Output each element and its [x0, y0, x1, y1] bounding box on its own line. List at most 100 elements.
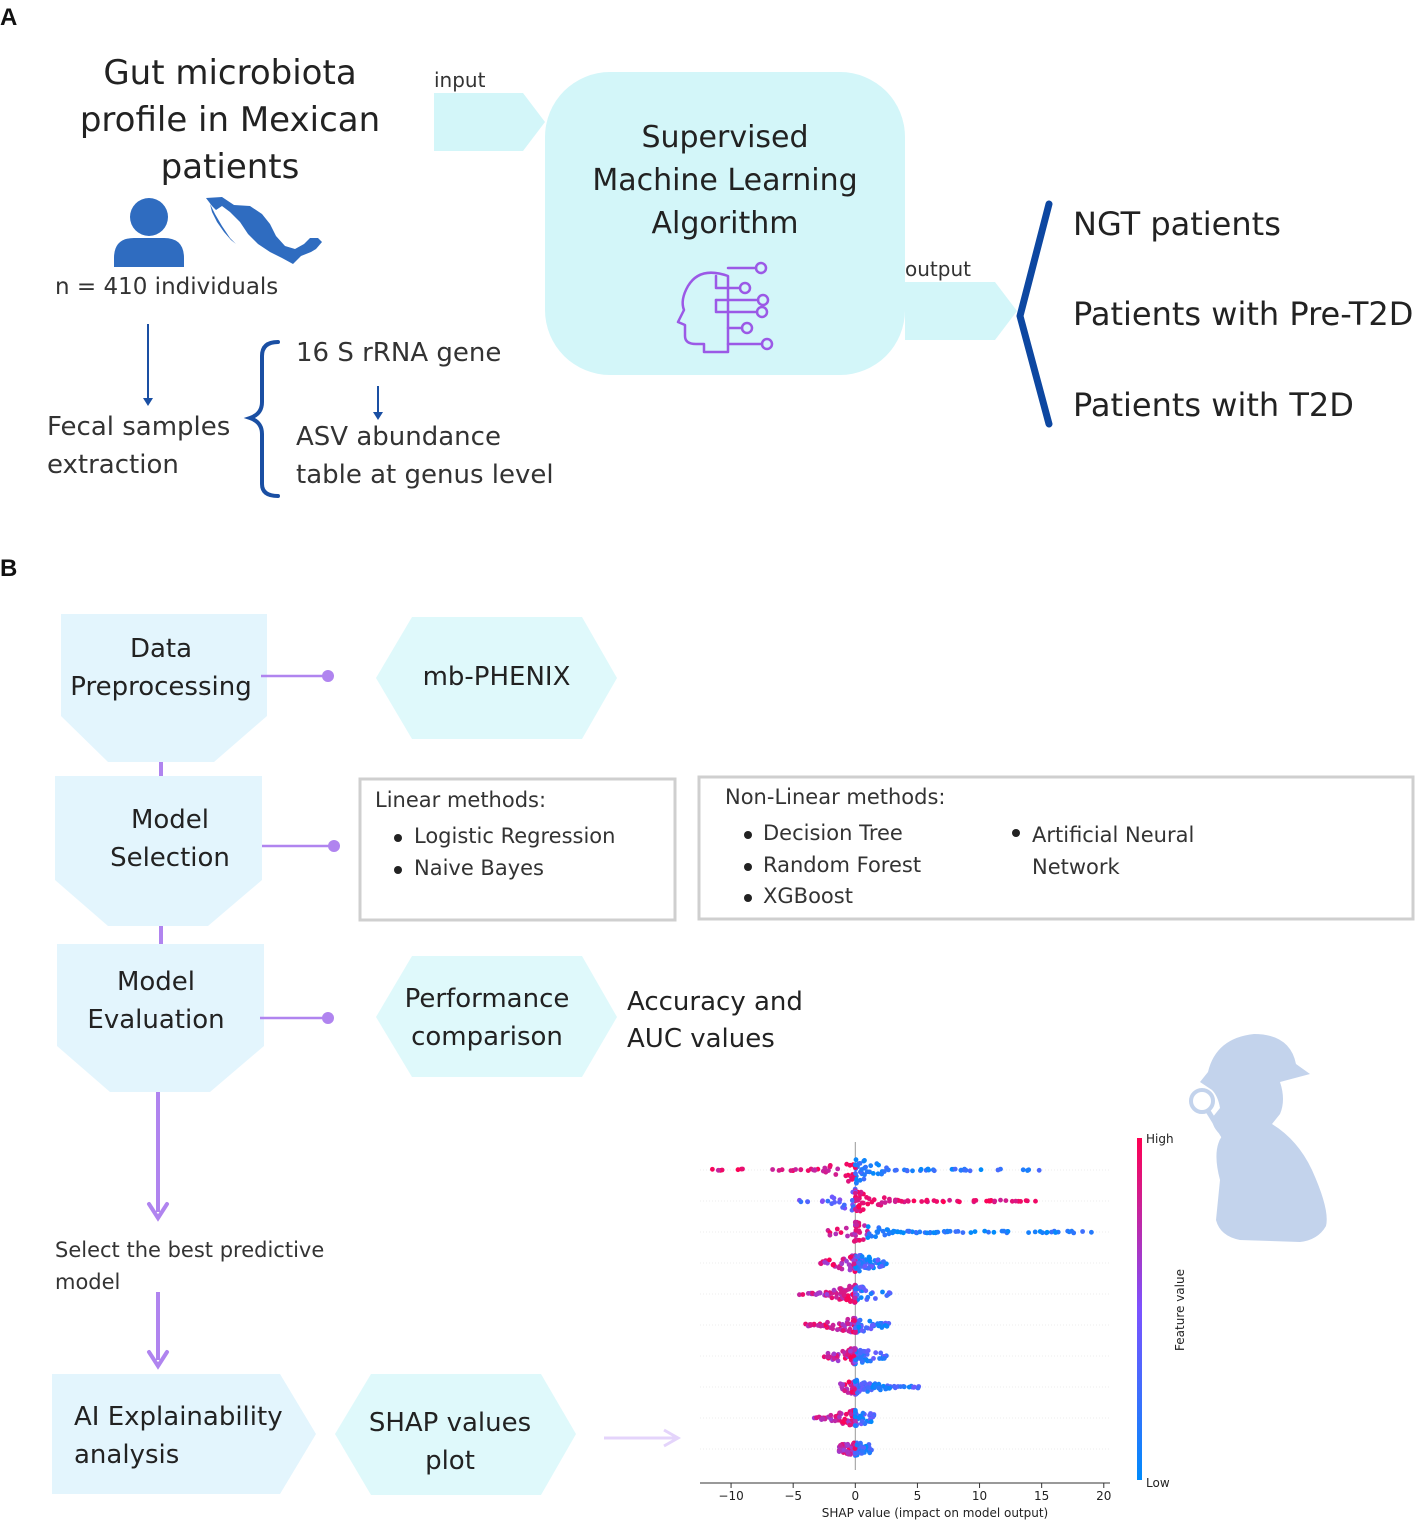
- step-data-preprocessing-label: Data Preprocessing: [61, 630, 261, 706]
- shap-point: [826, 1168, 831, 1173]
- shap-point: [866, 1266, 872, 1271]
- shap-point: [845, 1352, 850, 1357]
- ai-head-icon: [676, 261, 774, 354]
- shap-point: [837, 1410, 843, 1416]
- shap-point: [843, 1173, 849, 1179]
- select-line: model: [55, 1270, 121, 1294]
- shap-point: [868, 1411, 873, 1416]
- detective-silhouette-icon: [1189, 1034, 1327, 1242]
- shap-point: [825, 1319, 830, 1325]
- linear-method-item: Naive Bayes: [414, 856, 544, 880]
- shap-point: [847, 1254, 853, 1260]
- shap-point: [915, 1385, 921, 1391]
- cohort-title-line: patients: [160, 147, 300, 187]
- linear-methods-title: Linear methods:: [375, 788, 547, 812]
- shap-point: [1032, 1229, 1038, 1235]
- shap-point: [834, 1294, 839, 1300]
- shap-point: [918, 1166, 924, 1172]
- shap-point: [861, 1285, 866, 1291]
- shap-point: [894, 1167, 899, 1173]
- output-arrow: [905, 282, 1017, 340]
- step-ai-explainability: [52, 1374, 316, 1494]
- shap-point: [855, 1390, 860, 1396]
- step-line: analysis: [74, 1440, 180, 1470]
- shap-point: [851, 1258, 856, 1263]
- output-pre-t2d: Patients with Pre-T2D: [1073, 295, 1414, 333]
- output-label: output: [905, 257, 971, 281]
- shap-point: [831, 1195, 837, 1201]
- shap-point: [931, 1168, 937, 1174]
- shap-point: [845, 1233, 850, 1239]
- x-axis-title: SHAP value (impact on model output): [822, 1506, 1049, 1520]
- shap-point: [871, 1356, 876, 1361]
- shap-point: [876, 1323, 881, 1328]
- shap-point: [847, 1326, 853, 1332]
- shap-point: [846, 1286, 852, 1292]
- shap-point: [972, 1229, 978, 1234]
- shap-point: [856, 1324, 862, 1330]
- shap-point: [945, 1229, 951, 1235]
- shap-point: [856, 1204, 862, 1210]
- shap-point: [865, 1348, 871, 1353]
- shap-point: [844, 1258, 849, 1264]
- shap-point: [1053, 1230, 1058, 1235]
- shap-point: [871, 1197, 877, 1203]
- shap-point: [860, 1237, 866, 1242]
- curly-brace: [243, 340, 280, 498]
- shap-point: [830, 1326, 835, 1332]
- shap-point: [995, 1167, 1001, 1173]
- shap-box-label: SHAP values plot: [335, 1404, 565, 1480]
- shap-point: [835, 1166, 841, 1172]
- shap-point: [868, 1163, 874, 1169]
- shap-point: [859, 1254, 865, 1259]
- shap-point: [824, 1292, 830, 1297]
- output-t2d: Patients with T2D: [1073, 386, 1354, 424]
- x-tick-label: 5: [914, 1489, 922, 1503]
- shap-point: [1020, 1167, 1026, 1173]
- step-line: Evaluation: [87, 1005, 225, 1035]
- shap-point: [917, 1229, 923, 1235]
- shap-point: [848, 1411, 854, 1417]
- shap-point: [854, 1442, 860, 1448]
- shap-point: [931, 1230, 936, 1236]
- shap-point: [1023, 1198, 1029, 1203]
- shap-point: [851, 1261, 857, 1267]
- shap-point: [875, 1202, 881, 1208]
- ann-line: Artificial Neural: [1032, 823, 1195, 847]
- shap-point: [947, 1197, 952, 1203]
- shap-point: [924, 1197, 930, 1203]
- connector-evaluation: [260, 1012, 334, 1024]
- shap-point: [865, 1294, 871, 1300]
- shap-point: [1049, 1229, 1054, 1235]
- shap-point: [925, 1166, 931, 1172]
- nonlinear-method-item: XGBoost: [763, 884, 853, 908]
- algorithm-line: Algorithm: [651, 206, 799, 241]
- shap-hexagon: [335, 1374, 576, 1495]
- shap-point: [861, 1158, 867, 1164]
- shap-point: [906, 1384, 912, 1390]
- x-tick-label: 20: [1096, 1489, 1111, 1503]
- shap-point: [861, 1176, 867, 1182]
- step-line: Model: [130, 805, 210, 835]
- x-tick-label: −10: [718, 1489, 743, 1503]
- shap-point: [840, 1322, 845, 1327]
- arrow-to-select: [147, 1092, 169, 1222]
- step-line: Model: [116, 967, 196, 997]
- shap-point: [884, 1227, 890, 1232]
- arrow-to-asv: [373, 386, 383, 420]
- shap-point: [853, 1196, 859, 1202]
- shap-point: [873, 1350, 879, 1356]
- shap-point: [800, 1292, 806, 1297]
- nonlinear-method-item: Artificial Neural Network: [1032, 819, 1194, 883]
- shap-point: [833, 1231, 839, 1237]
- shap-point: [827, 1257, 832, 1263]
- shap-point: [819, 1199, 825, 1204]
- x-tick-label: −5: [784, 1489, 802, 1503]
- shap-point: [1013, 1198, 1019, 1204]
- select-model-label: Select the best predictive model: [55, 1234, 324, 1298]
- shap-point: [853, 1286, 858, 1292]
- shap-point: [828, 1412, 834, 1418]
- step-model-evaluation-label: Model Evaluation: [56, 963, 256, 1039]
- shap-point: [852, 1446, 858, 1451]
